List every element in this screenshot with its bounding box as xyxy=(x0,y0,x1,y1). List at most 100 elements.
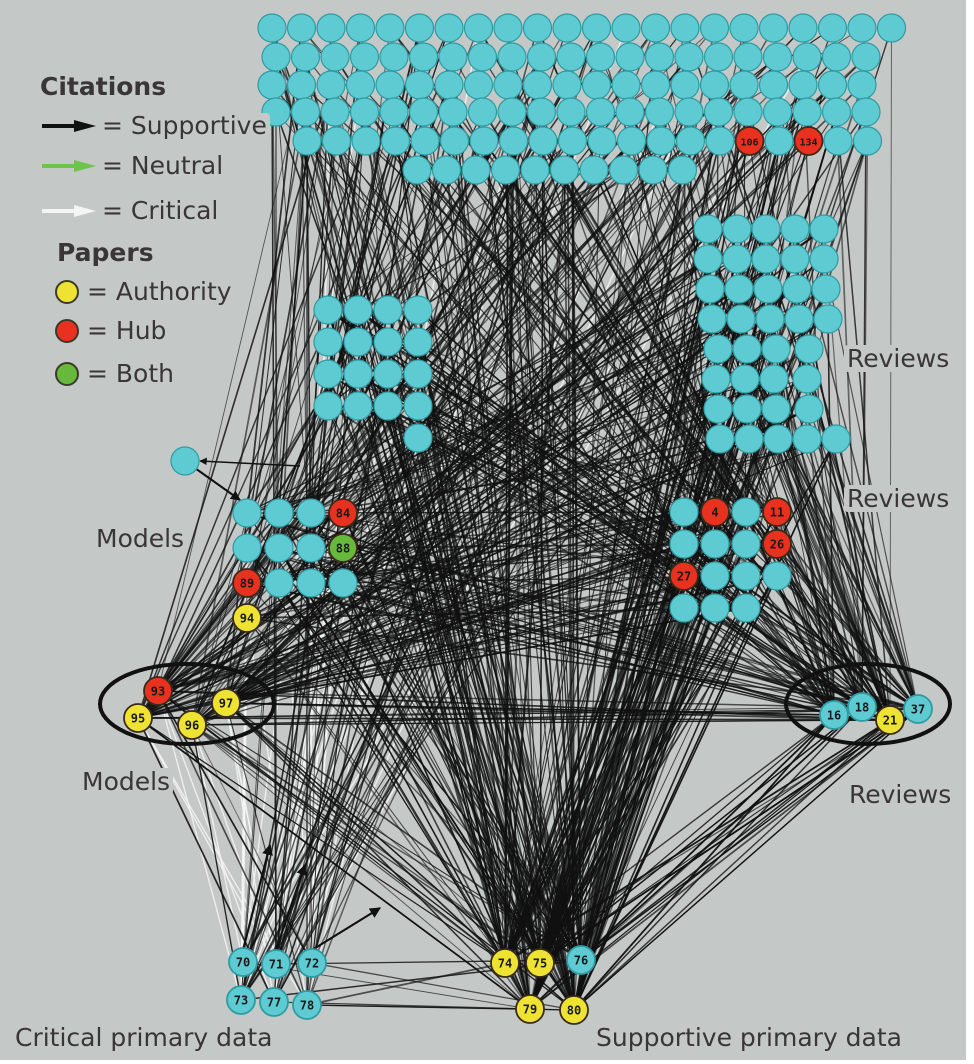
paper-node-78: 78 xyxy=(292,990,322,1020)
node-circle xyxy=(819,700,849,730)
paper-node xyxy=(581,13,612,43)
paper-node xyxy=(410,126,440,156)
paper-node xyxy=(349,97,380,127)
paper-node xyxy=(261,42,291,72)
citation-edge xyxy=(504,714,835,964)
node-circle xyxy=(695,274,725,304)
paper-node xyxy=(403,391,433,421)
node-circle xyxy=(379,97,409,127)
paper-node-21: 21 xyxy=(875,705,905,735)
citation-edge xyxy=(278,512,747,577)
node-circle xyxy=(556,97,586,127)
node-circle xyxy=(780,244,810,274)
node-id-label: 72 xyxy=(305,957,319,971)
citation-edge xyxy=(225,702,582,961)
reviews-lower-label: Reviews xyxy=(846,781,955,808)
paper-node xyxy=(693,214,723,244)
node-id-label: 37 xyxy=(911,703,925,717)
node-circle xyxy=(611,70,641,100)
node-circle xyxy=(764,126,794,156)
paper-node xyxy=(729,13,759,43)
paper-node xyxy=(697,304,727,334)
paper-node xyxy=(644,42,675,72)
node-id-label: 77 xyxy=(267,996,281,1010)
paper-node xyxy=(320,42,350,72)
node-circle xyxy=(296,568,326,598)
paper-node xyxy=(552,13,582,43)
paper-node xyxy=(556,97,586,127)
node-circle xyxy=(290,97,321,127)
node-id-label: 79 xyxy=(523,1003,537,1017)
node-circle xyxy=(525,948,555,978)
node-circle xyxy=(674,42,704,72)
node-circle xyxy=(232,603,262,633)
node-circle xyxy=(296,533,326,563)
node-circle xyxy=(852,126,883,156)
node-id-label: 80 xyxy=(567,1004,581,1018)
citation-edge xyxy=(417,373,541,964)
legend-critical: = Critical xyxy=(40,198,222,223)
citation-edge xyxy=(278,258,709,514)
legend-both-label: = Both xyxy=(87,359,174,388)
legend-supportive: = Supportive xyxy=(40,113,270,138)
node-circle xyxy=(699,13,730,43)
node-circle xyxy=(788,13,818,43)
node-circle xyxy=(780,214,810,244)
citation-edge xyxy=(157,84,302,692)
node-circle xyxy=(434,70,464,100)
node-circle xyxy=(257,70,287,100)
node-circle xyxy=(351,126,381,156)
paper-node xyxy=(640,13,671,43)
paper-node xyxy=(703,394,733,424)
paper-node xyxy=(522,13,553,43)
paper-node-27: 27 xyxy=(669,561,699,591)
paper-node xyxy=(290,97,321,127)
paper-node xyxy=(232,533,262,563)
paper-node xyxy=(669,497,699,527)
node-circle xyxy=(211,688,241,718)
citation-edge xyxy=(311,27,421,964)
paper-node xyxy=(732,394,762,424)
paper-node-76: 76 xyxy=(566,945,596,975)
paper-node xyxy=(759,364,789,394)
paper-node xyxy=(493,13,523,43)
authority-dot-icon xyxy=(55,279,79,304)
node-circle xyxy=(403,359,433,389)
paper-node xyxy=(403,327,433,357)
paper-node xyxy=(232,498,262,528)
paper-node xyxy=(408,97,439,127)
citation-edge xyxy=(417,437,716,545)
node-circle xyxy=(232,498,262,528)
paper-node xyxy=(316,13,346,43)
paper-node xyxy=(404,70,435,100)
node-circle xyxy=(762,529,792,559)
node-circle xyxy=(703,42,734,72)
paper-node-79: 79 xyxy=(515,994,545,1024)
node-id-label: 16 xyxy=(827,709,841,723)
citation-edge xyxy=(539,708,919,964)
node-circle xyxy=(375,13,405,43)
citation-edge xyxy=(889,27,892,721)
node-circle xyxy=(439,126,470,156)
paper-node xyxy=(579,155,609,185)
paper-node xyxy=(823,126,853,156)
paper-node xyxy=(794,334,824,364)
paper-node xyxy=(549,155,580,185)
citation-edge xyxy=(539,607,747,964)
node-circle xyxy=(170,446,200,476)
paper-node xyxy=(404,13,435,43)
paper-node xyxy=(670,70,700,100)
citation-edge xyxy=(242,84,539,963)
node-circle xyxy=(733,42,763,72)
legend-citations-title: Citations xyxy=(40,72,167,101)
citation-edge xyxy=(157,543,747,692)
paper-node xyxy=(762,42,793,72)
paper-node xyxy=(821,97,852,127)
node-circle xyxy=(693,214,723,244)
paper-node xyxy=(753,274,783,304)
citation-edge xyxy=(191,140,780,726)
node-id-label: 88 xyxy=(336,542,350,556)
legend-authority-label: = Authority xyxy=(87,277,232,306)
paper-node xyxy=(809,214,839,244)
node-circle xyxy=(670,13,700,43)
